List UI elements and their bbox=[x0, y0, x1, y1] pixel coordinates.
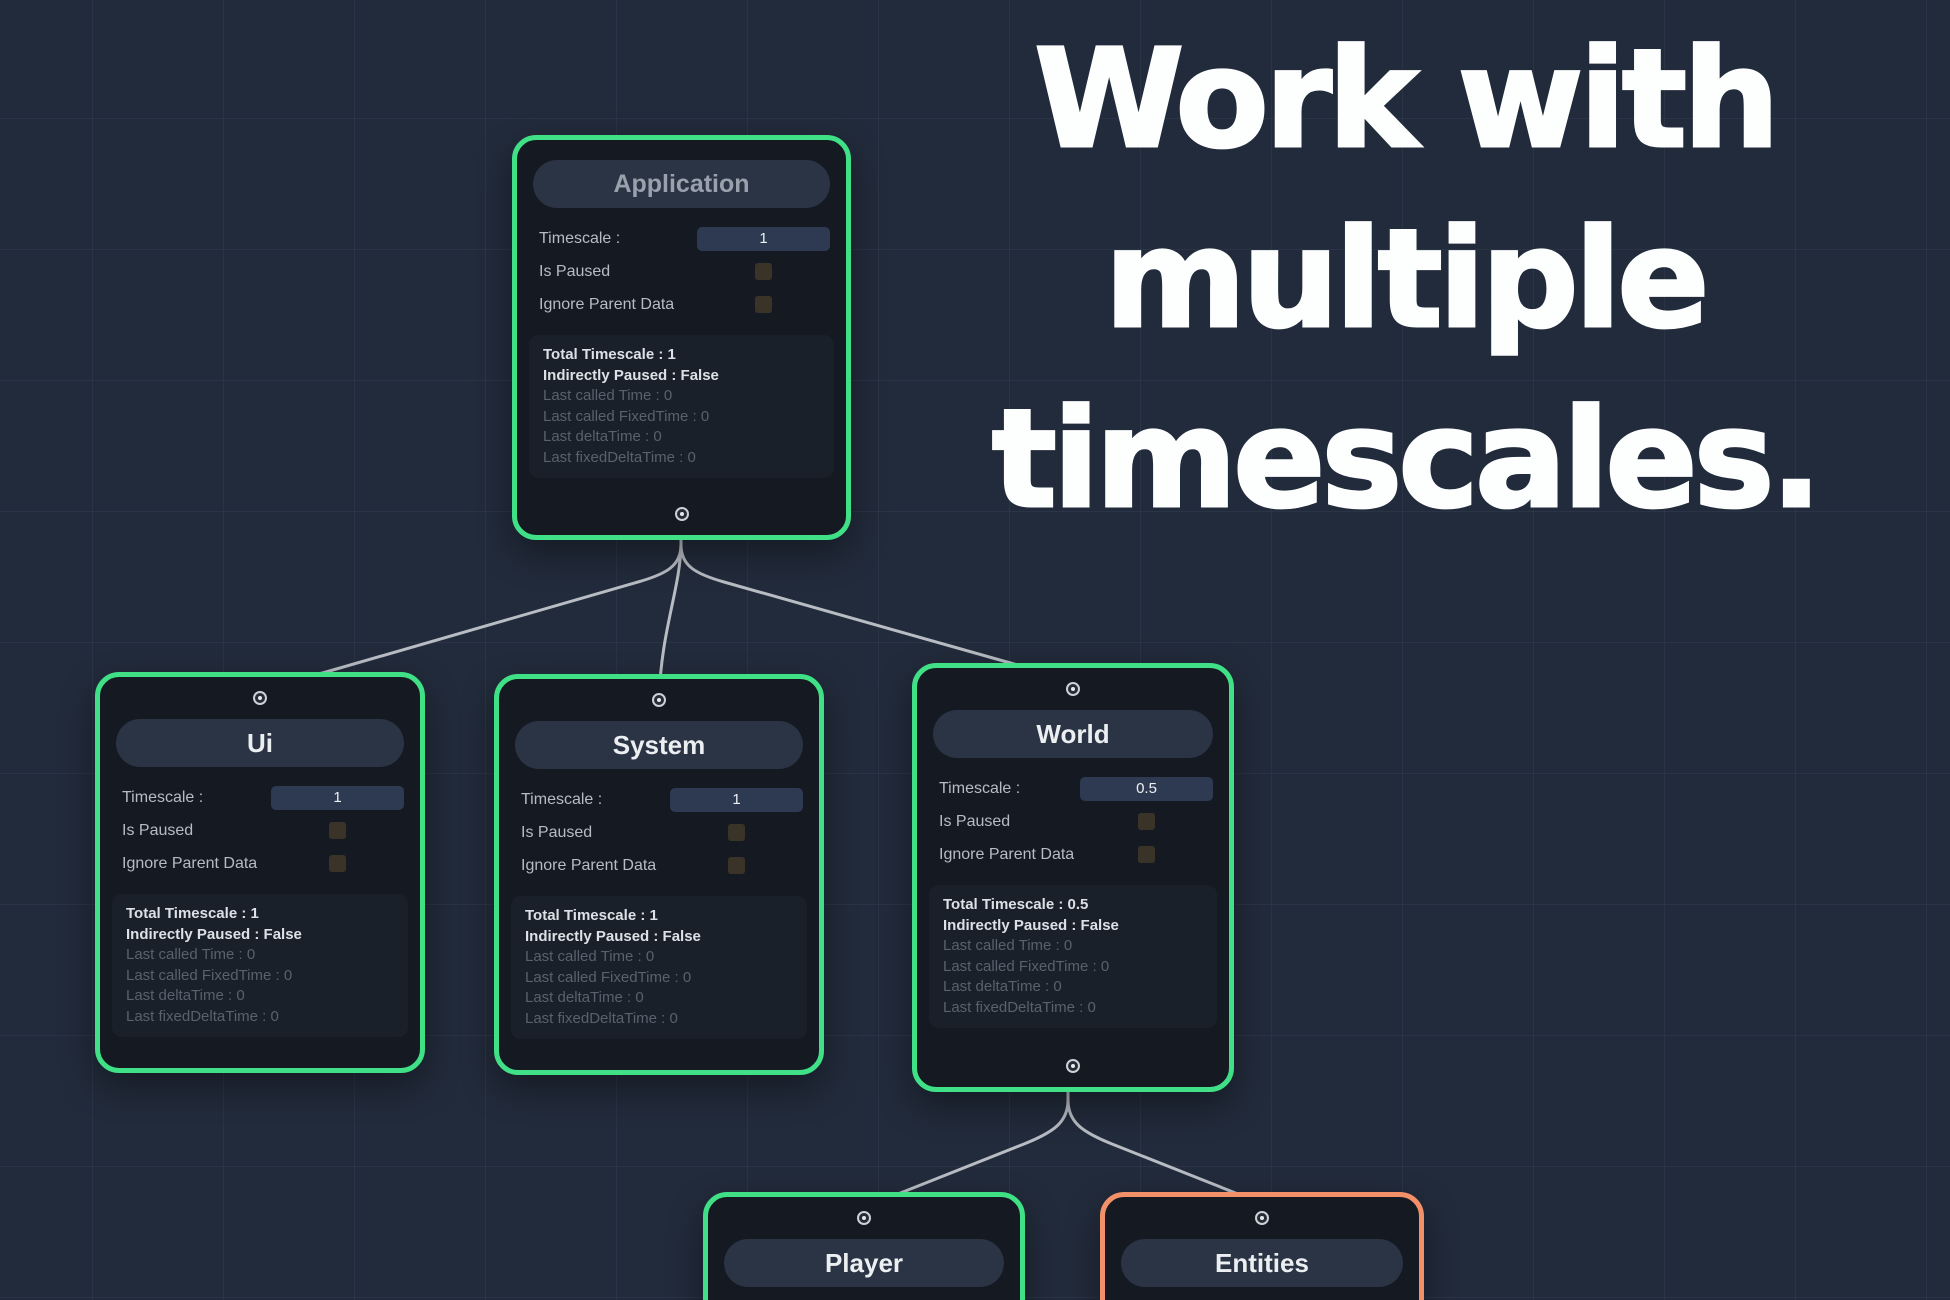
stat-last-deltatime: Last deltaTime : 0 bbox=[525, 989, 644, 1006]
output-port-icon[interactable] bbox=[1066, 1059, 1080, 1073]
stats-panel: Total Timescale : 1 Indirectly Paused : … bbox=[529, 335, 834, 478]
stat-last-called-fixedtime: Last called FixedTime : 0 bbox=[126, 966, 293, 984]
page-title: Work with multiple timescales. bbox=[950, 10, 1860, 550]
node-title: World bbox=[933, 710, 1213, 758]
stat-last-called-fixedtime: Last called FixedTime : 0 bbox=[543, 407, 710, 425]
stat-indirectly-paused: Indirectly Paused : False bbox=[525, 927, 701, 945]
input-port-icon[interactable] bbox=[1066, 682, 1080, 696]
stat-last-deltatime: Last deltaTime : 0 bbox=[126, 987, 245, 1004]
node-title: Entities bbox=[1121, 1239, 1403, 1287]
stat-last-deltatime: Last deltaTime : 0 bbox=[943, 978, 1062, 995]
input-port-icon[interactable] bbox=[1255, 1211, 1269, 1225]
stat-last-fixeddeltatime: Last fixedDeltaTime : 0 bbox=[525, 1009, 678, 1027]
timescale-input[interactable] bbox=[271, 785, 404, 810]
node-system[interactable]: System Timescale : Is Paused Ignore Pare… bbox=[494, 674, 824, 1075]
ignore-parent-label: Ignore Parent Data bbox=[521, 856, 657, 874]
input-port-icon[interactable] bbox=[652, 693, 666, 707]
stat-last-called-fixedtime: Last called FixedTime : 0 bbox=[943, 957, 1110, 975]
ignore-parent-label: Ignore Parent Data bbox=[539, 295, 675, 313]
page-title-line-3: timescales. bbox=[990, 380, 1823, 541]
timescale-label: Timescale : bbox=[939, 779, 1021, 797]
stats-panel: Total Timescale : 1 Indirectly Paused : … bbox=[511, 896, 807, 1039]
stat-last-called-time: Last called Time : 0 bbox=[543, 387, 673, 404]
is-paused-checkbox[interactable] bbox=[329, 822, 346, 839]
ignore-parent-row: Ignore Parent Data bbox=[116, 847, 404, 880]
timescale-row: Timescale : bbox=[515, 783, 803, 816]
stat-total-timescale: Total Timescale : 1 bbox=[525, 907, 658, 924]
ignore-parent-checkbox[interactable] bbox=[1138, 846, 1155, 863]
timescale-label: Timescale : bbox=[539, 229, 621, 247]
node-title: Application bbox=[533, 160, 830, 208]
timescale-label: Timescale : bbox=[122, 788, 204, 806]
is-paused-label: Is Paused bbox=[939, 812, 1011, 830]
timescale-row: Timescale : bbox=[533, 222, 830, 255]
stat-last-fixeddeltatime: Last fixedDeltaTime : 0 bbox=[126, 1007, 279, 1025]
timescale-input[interactable] bbox=[670, 787, 803, 812]
input-port-icon[interactable] bbox=[857, 1211, 871, 1225]
stat-last-called-time: Last called Time : 0 bbox=[126, 946, 256, 963]
is-paused-label: Is Paused bbox=[122, 821, 194, 839]
is-paused-row: Is Paused bbox=[533, 255, 830, 288]
ignore-parent-row: Ignore Parent Data bbox=[533, 288, 830, 321]
node-entities[interactable]: Entities bbox=[1100, 1192, 1424, 1300]
ignore-parent-label: Ignore Parent Data bbox=[122, 854, 258, 872]
is-paused-row: Is Paused bbox=[116, 814, 404, 847]
timescale-input[interactable] bbox=[697, 226, 830, 251]
page-title-line-2: multiple bbox=[1103, 200, 1711, 361]
node-title: System bbox=[515, 721, 803, 769]
stat-indirectly-paused: Indirectly Paused : False bbox=[543, 366, 719, 384]
stat-indirectly-paused: Indirectly Paused : False bbox=[943, 916, 1119, 934]
stat-last-called-time: Last called Time : 0 bbox=[943, 937, 1073, 954]
ignore-parent-checkbox[interactable] bbox=[728, 857, 745, 874]
is-paused-row: Is Paused bbox=[933, 805, 1213, 838]
is-paused-label: Is Paused bbox=[539, 262, 611, 280]
ignore-parent-checkbox[interactable] bbox=[329, 855, 346, 872]
node-application[interactable]: Application Timescale : Is Paused Ignore… bbox=[512, 135, 851, 540]
node-title: Player bbox=[724, 1239, 1004, 1287]
ignore-parent-row: Ignore Parent Data bbox=[933, 838, 1213, 871]
timescale-input[interactable] bbox=[1080, 776, 1213, 801]
stat-last-fixeddeltatime: Last fixedDeltaTime : 0 bbox=[543, 448, 696, 466]
page-title-line-1: Work with bbox=[1033, 20, 1782, 181]
stat-last-deltatime: Last deltaTime : 0 bbox=[543, 428, 662, 445]
node-title: Ui bbox=[116, 719, 404, 767]
stat-last-called-fixedtime: Last called FixedTime : 0 bbox=[525, 968, 692, 986]
is-paused-checkbox[interactable] bbox=[755, 263, 772, 280]
ignore-parent-row: Ignore Parent Data bbox=[515, 849, 803, 882]
is-paused-checkbox[interactable] bbox=[1138, 813, 1155, 830]
timescale-label: Timescale : bbox=[521, 790, 603, 808]
node-world[interactable]: World Timescale : Is Paused Ignore Paren… bbox=[912, 663, 1234, 1092]
stats-panel: Total Timescale : 0.5 Indirectly Paused … bbox=[929, 885, 1217, 1028]
stats-panel: Total Timescale : 1 Indirectly Paused : … bbox=[112, 894, 408, 1037]
stat-total-timescale: Total Timescale : 1 bbox=[543, 346, 676, 363]
node-ui[interactable]: Ui Timescale : Is Paused Ignore Parent D… bbox=[95, 672, 425, 1073]
is-paused-checkbox[interactable] bbox=[728, 824, 745, 841]
output-port-icon[interactable] bbox=[674, 507, 689, 521]
stat-last-fixeddeltatime: Last fixedDeltaTime : 0 bbox=[943, 998, 1096, 1016]
timescale-row: Timescale : bbox=[933, 772, 1213, 805]
node-player[interactable]: Player bbox=[703, 1192, 1025, 1300]
input-port-icon[interactable] bbox=[253, 691, 267, 705]
is-paused-row: Is Paused bbox=[515, 816, 803, 849]
stat-total-timescale: Total Timescale : 0.5 bbox=[943, 896, 1089, 913]
stat-indirectly-paused: Indirectly Paused : False bbox=[126, 925, 302, 943]
is-paused-label: Is Paused bbox=[521, 823, 593, 841]
ignore-parent-checkbox[interactable] bbox=[755, 296, 772, 313]
stat-total-timescale: Total Timescale : 1 bbox=[126, 905, 259, 922]
stat-last-called-time: Last called Time : 0 bbox=[525, 948, 655, 965]
timescale-row: Timescale : bbox=[116, 781, 404, 814]
ignore-parent-label: Ignore Parent Data bbox=[939, 845, 1075, 863]
